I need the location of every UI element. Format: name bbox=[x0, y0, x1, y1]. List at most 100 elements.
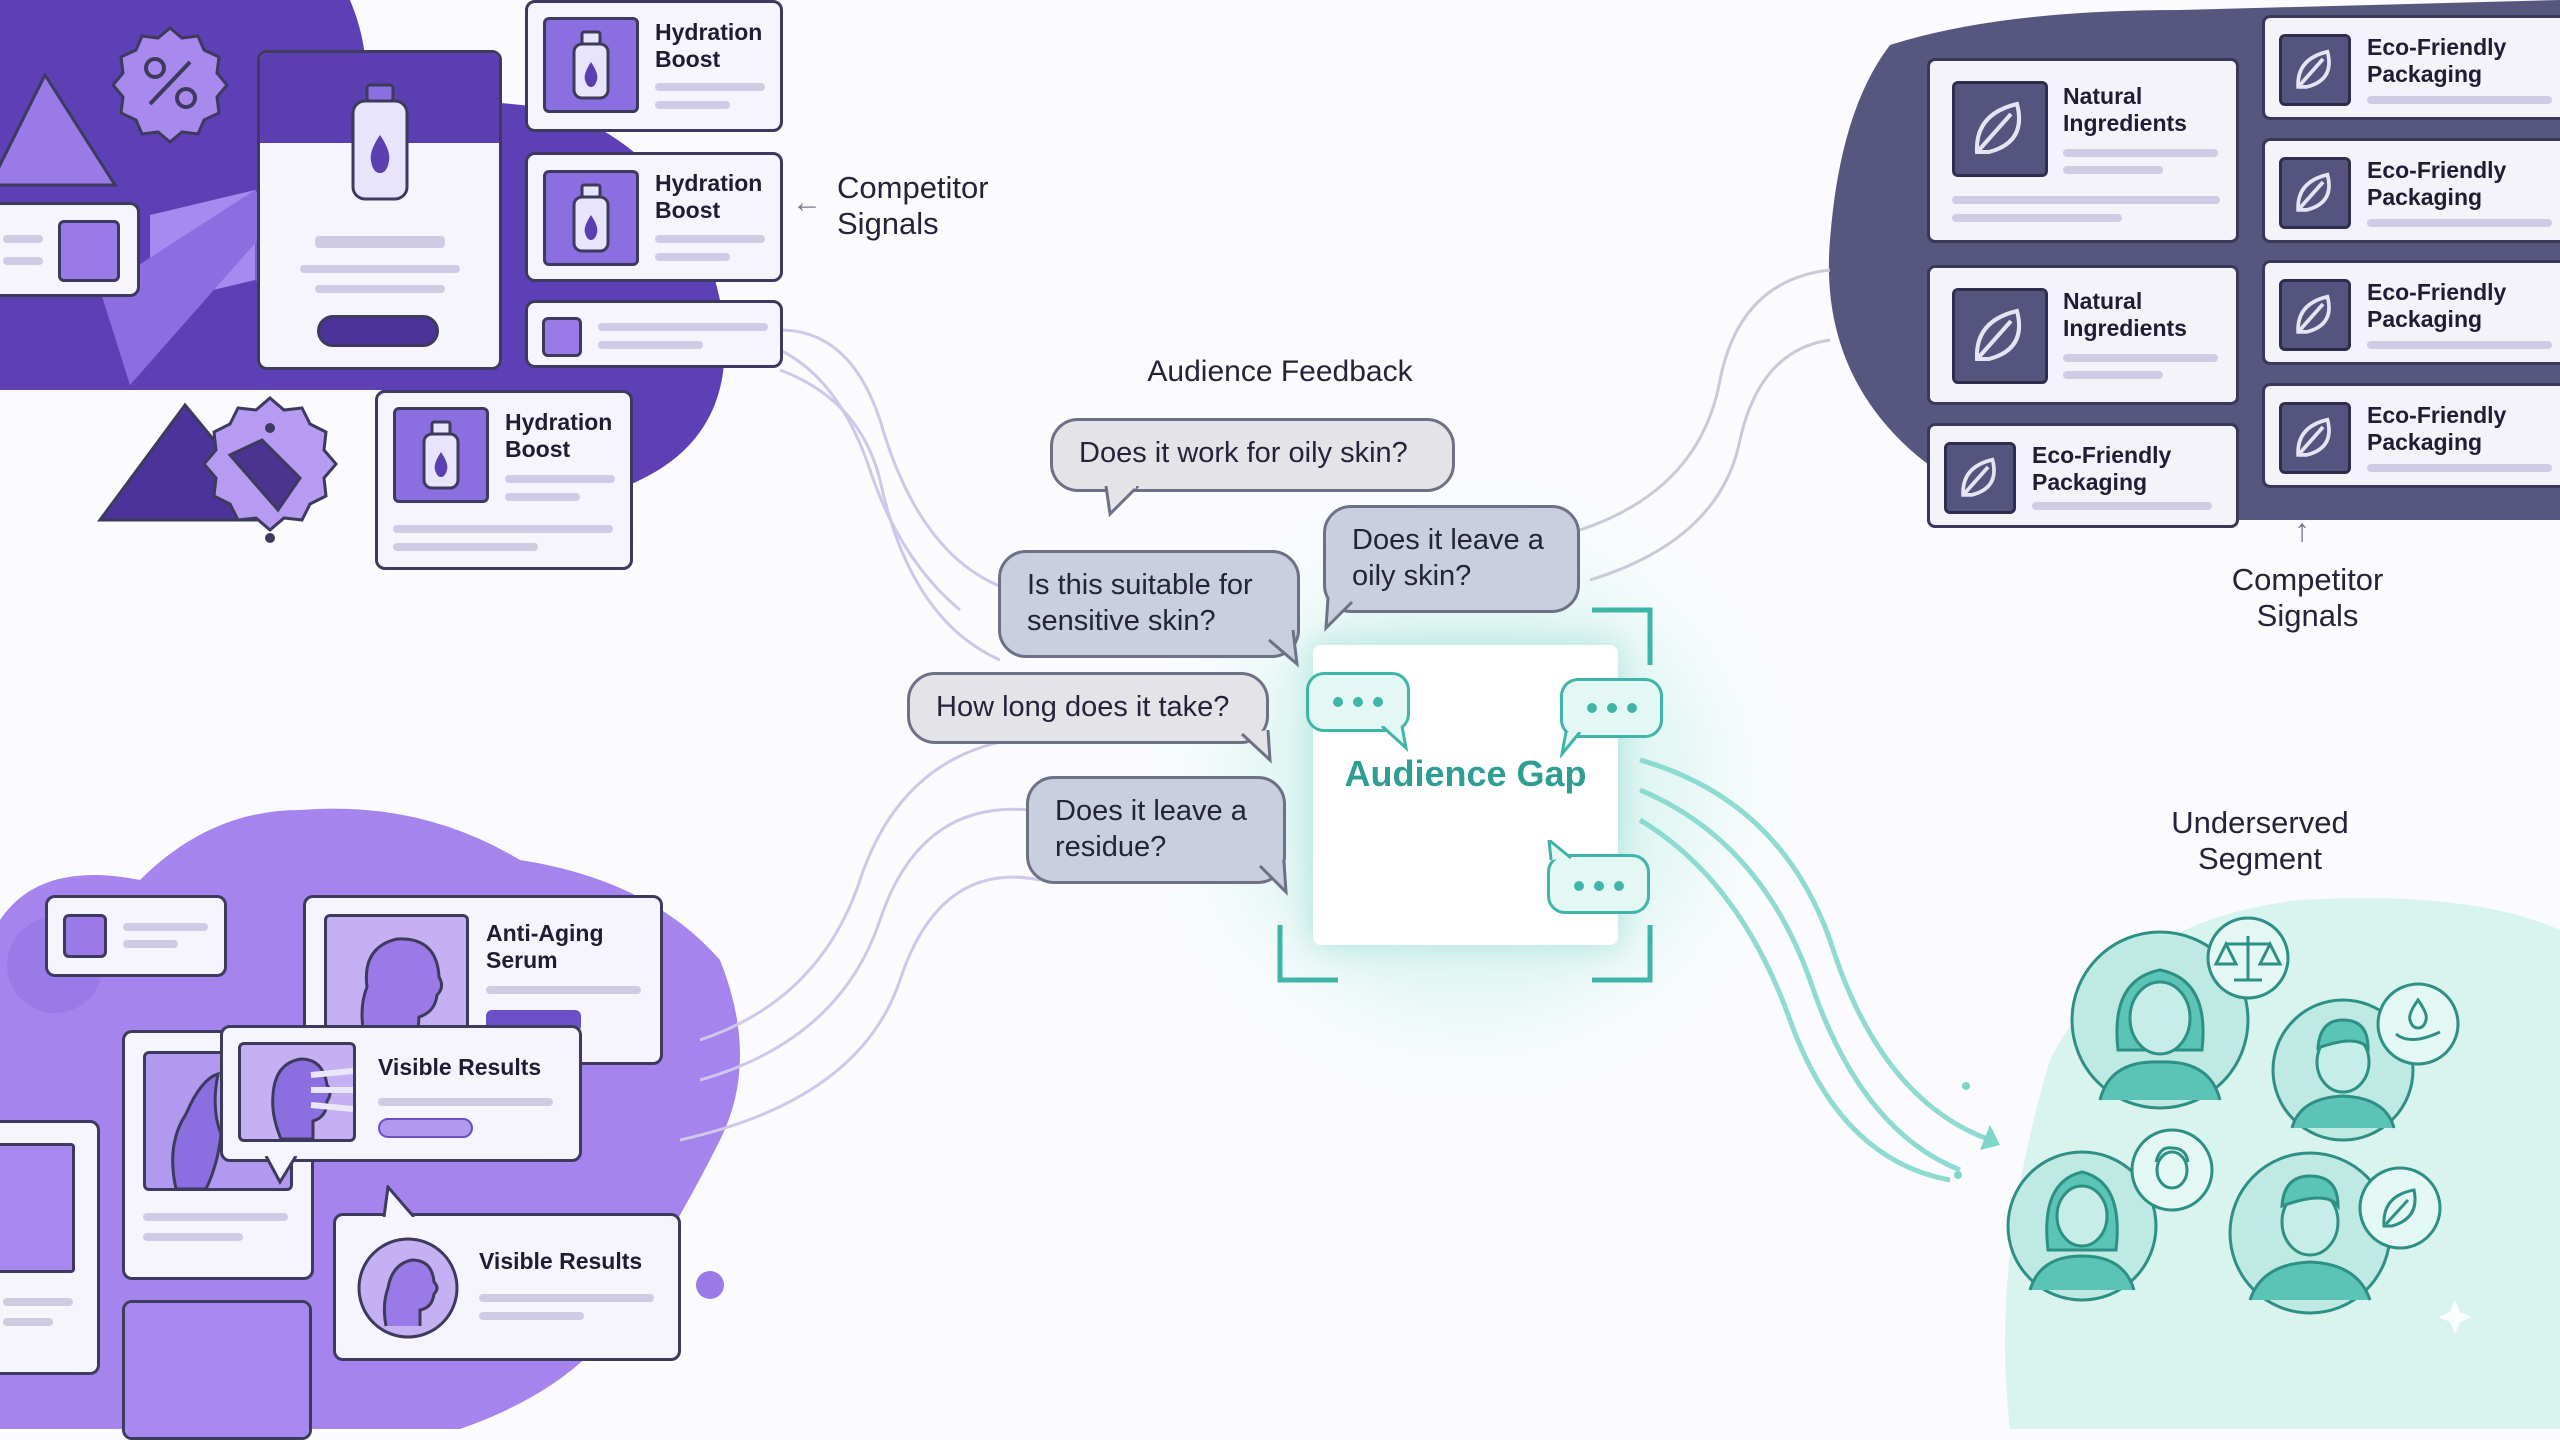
underserved-segment-label: Underserved Segment bbox=[2171, 805, 2349, 876]
competitor-signals-label: Competitor Signals bbox=[2231, 562, 2384, 633]
bubble-tail bbox=[1104, 486, 1140, 518]
placeholder-line bbox=[3, 257, 43, 265]
bubble-tail bbox=[1559, 732, 1582, 758]
eco-card: Eco-Friendly Packaging bbox=[1927, 423, 2239, 528]
bubble-tail bbox=[1268, 630, 1299, 668]
placeholder-line bbox=[486, 986, 641, 994]
placeholder-line bbox=[1952, 196, 2220, 204]
mini-card bbox=[45, 895, 227, 977]
placeholder-line bbox=[393, 525, 613, 533]
sparkle-icon bbox=[2438, 1300, 2472, 1334]
person-icon bbox=[2070, 930, 2250, 1110]
card-title: Hydration Boost bbox=[505, 409, 613, 462]
audience-gap-label: Audience Gap bbox=[1344, 753, 1587, 794]
competitor-card: Hydration Boost bbox=[375, 390, 633, 570]
placeholder-line bbox=[2063, 166, 2163, 174]
card-title: Natural Ingredients bbox=[2063, 83, 2187, 136]
card-title: Eco-Friendly Packaging bbox=[2367, 279, 2507, 332]
competitor-card-mini bbox=[525, 300, 783, 368]
placeholder-line bbox=[655, 101, 730, 109]
placeholder-line bbox=[2063, 354, 2218, 362]
placeholder-line bbox=[2367, 219, 2552, 227]
placeholder-line bbox=[598, 323, 768, 331]
face-icon bbox=[360, 937, 444, 1049]
percent-icon bbox=[111, 26, 229, 144]
placeholder-line bbox=[505, 475, 615, 483]
placeholder-line bbox=[2367, 464, 2552, 472]
leaf-icon bbox=[2296, 172, 2331, 212]
placeholder-line bbox=[655, 253, 730, 261]
feedback-bubble: Is this suitable for sensitive skin? bbox=[998, 550, 1300, 658]
card-title: Visible Results bbox=[479, 1248, 643, 1274]
placeholder-line bbox=[2032, 502, 2212, 510]
card-thumb bbox=[58, 220, 120, 282]
leaf-icon bbox=[1974, 101, 2022, 154]
leaf-icon bbox=[1974, 308, 2022, 361]
placeholder-line bbox=[1952, 214, 2122, 222]
arrow-up-icon: ↑ bbox=[2294, 512, 2310, 548]
arrow-left-icon: ← bbox=[792, 186, 822, 219]
placeholder-line bbox=[479, 1294, 654, 1302]
placeholder-line bbox=[300, 265, 460, 273]
feedback-bubble: How long does it take? bbox=[907, 672, 1269, 744]
person-icon bbox=[2006, 1150, 2158, 1302]
person-icon bbox=[2228, 1151, 2392, 1315]
leaf-icon bbox=[2358, 1166, 2442, 1250]
bottle-icon bbox=[422, 420, 460, 490]
side-card bbox=[0, 202, 140, 297]
product-cta-button[interactable] bbox=[317, 315, 439, 347]
bubble-tail bbox=[1380, 726, 1409, 752]
placeholder-line bbox=[393, 543, 538, 551]
face-icon bbox=[271, 1057, 354, 1141]
placeholder-line bbox=[123, 940, 178, 948]
bubble-tail bbox=[1547, 840, 1572, 861]
card-thumb bbox=[2279, 279, 2351, 351]
card-title: Natural Ingredients bbox=[2063, 288, 2187, 341]
leaf-icon bbox=[2296, 49, 2331, 89]
feedback-text: Does it leave a oily skin? bbox=[1352, 524, 1544, 592]
card-title: Eco-Friendly Packaging bbox=[2367, 402, 2507, 455]
product-card bbox=[257, 50, 502, 370]
placeholder-line bbox=[655, 235, 765, 243]
bubble-tail bbox=[264, 1156, 298, 1186]
eco-card: Eco-Friendly Packaging bbox=[2262, 260, 2560, 365]
feedback-text: Does it leave a residue? bbox=[1055, 795, 1247, 863]
placeholder-line bbox=[3, 1318, 53, 1326]
face-icon bbox=[357, 1237, 459, 1339]
feedback-heading: Audience Feedback bbox=[1147, 355, 1413, 388]
face-icon bbox=[2130, 1128, 2214, 1212]
card-thumb bbox=[542, 317, 582, 357]
placeholder-line bbox=[2063, 371, 2163, 379]
chat-dots-icon bbox=[1560, 678, 1663, 738]
gap-frame-brackets bbox=[1277, 607, 1653, 983]
side-card bbox=[122, 1300, 312, 1440]
card-thumb bbox=[1944, 442, 2016, 514]
leaf-icon bbox=[1961, 457, 1996, 497]
card-title: Eco-Friendly Packaging bbox=[2032, 442, 2172, 495]
placeholder-line bbox=[378, 1098, 553, 1106]
bubble-tail bbox=[1324, 598, 1354, 632]
card-image bbox=[125, 1303, 309, 1437]
feedback-text: Is this suitable for sensitive skin? bbox=[1027, 569, 1253, 637]
placeholder-line bbox=[2367, 96, 2552, 104]
face-icon bbox=[171, 1071, 223, 1191]
eco-card: Eco-Friendly Packaging bbox=[2262, 15, 2560, 120]
card-button[interactable] bbox=[378, 1118, 473, 1138]
drop-hand-icon bbox=[2376, 982, 2460, 1066]
tag-icon bbox=[202, 396, 338, 543]
natural-card: Natural Ingredients bbox=[1927, 58, 2239, 243]
natural-card: Natural Ingredients bbox=[1927, 265, 2239, 405]
card-title: Hydration Boost bbox=[655, 19, 763, 72]
bubble-tail bbox=[1240, 730, 1272, 764]
placeholder-line bbox=[2367, 341, 2552, 349]
competitor-signals-label: Competitor Signals bbox=[837, 170, 989, 241]
bottle-icon bbox=[351, 83, 409, 201]
eco-card: Eco-Friendly Packaging bbox=[2262, 138, 2560, 243]
leaf-icon bbox=[2296, 417, 2331, 457]
card-title: Eco-Friendly Packaging bbox=[2367, 157, 2507, 210]
chat-dots-icon bbox=[1306, 672, 1410, 732]
card-thumb bbox=[238, 1042, 356, 1142]
card-thumb bbox=[393, 407, 489, 503]
eco-card: Eco-Friendly Packaging bbox=[2262, 383, 2560, 488]
